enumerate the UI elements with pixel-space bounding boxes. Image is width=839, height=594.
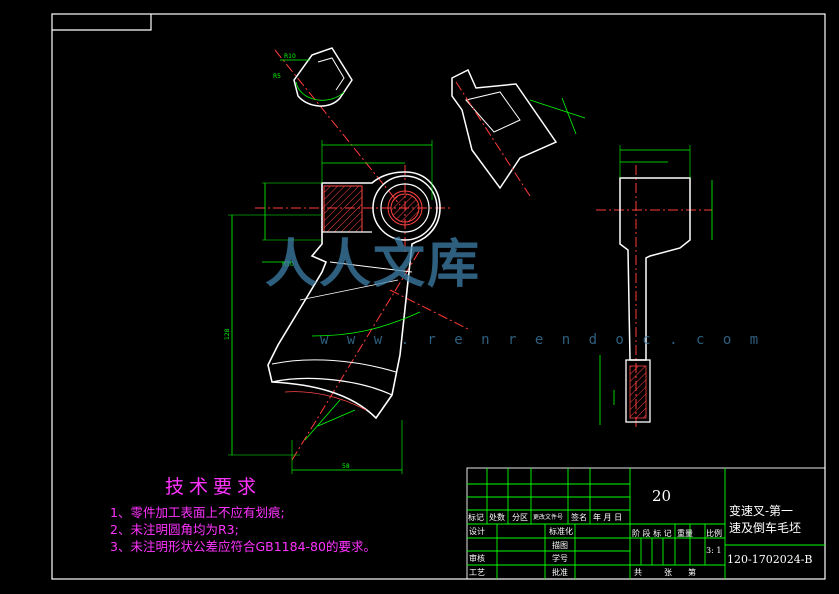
quantity-value: 20 xyxy=(652,487,672,505)
label-sheet: 张 xyxy=(664,568,672,577)
label-total: 共 xyxy=(634,568,642,577)
side-view-right xyxy=(596,145,713,430)
drawing-number: 120-1702024-B xyxy=(727,553,813,566)
section-view-top-middle xyxy=(451,68,586,197)
tech-requirement-1: 1、零件加工表面上不应有划痕; xyxy=(110,505,285,520)
label-change-doc: 更改文件号 xyxy=(533,514,564,521)
label-drafting: 描图 xyxy=(552,541,568,550)
label-sign: 签名 xyxy=(571,513,587,522)
dim-r10-left: R10 xyxy=(282,261,294,268)
part-name-line2: 速及倒车毛坯 xyxy=(729,521,802,535)
label-design: 设计 xyxy=(469,527,485,536)
tech-requirement-3: 3、未注明形状公差应符合GB1184-80的要求。 xyxy=(110,539,376,554)
label-zone: 分区 xyxy=(512,513,528,522)
section-view-top-left: R10 R5 xyxy=(273,47,401,206)
dim-r5-top: R5 xyxy=(273,73,281,80)
part-name-line1: 变速叉-第一 xyxy=(729,504,794,518)
label-nth: 第 xyxy=(688,568,696,577)
dim-128: 128 xyxy=(224,328,231,340)
front-view: R10 58 128 xyxy=(224,140,471,474)
watermark-url: w w w . r e n r e n d o c . c o m xyxy=(320,332,764,348)
label-date: 年 月 日 xyxy=(593,513,623,522)
scale-value: 3: 1 xyxy=(706,546,722,555)
label-student-id: 学号 xyxy=(552,554,568,563)
title-block xyxy=(466,467,826,580)
label-approve: 批准 xyxy=(552,568,568,577)
label-check: 审核 xyxy=(469,554,485,563)
label-standardize: 标准化 xyxy=(549,527,573,536)
corner-tab xyxy=(52,14,152,31)
outer-frame xyxy=(51,13,826,580)
label-ratio: 比例 xyxy=(706,529,722,538)
watermark-text: 人人文库 xyxy=(265,235,482,295)
label-weight: 重量 xyxy=(677,529,693,538)
label-count: 处数 xyxy=(489,513,505,522)
dim-58: 58 xyxy=(342,463,350,470)
dim-r10-top: R10 xyxy=(284,53,296,60)
label-process: 工艺 xyxy=(469,568,485,577)
tech-requirements-title: 技术要求 xyxy=(165,476,262,498)
label-stage-mark: 阶 段 标 记 xyxy=(632,529,672,538)
label-mark: 标记 xyxy=(468,513,484,522)
tech-requirement-2: 2、未注明圆角均为R3; xyxy=(110,522,239,537)
